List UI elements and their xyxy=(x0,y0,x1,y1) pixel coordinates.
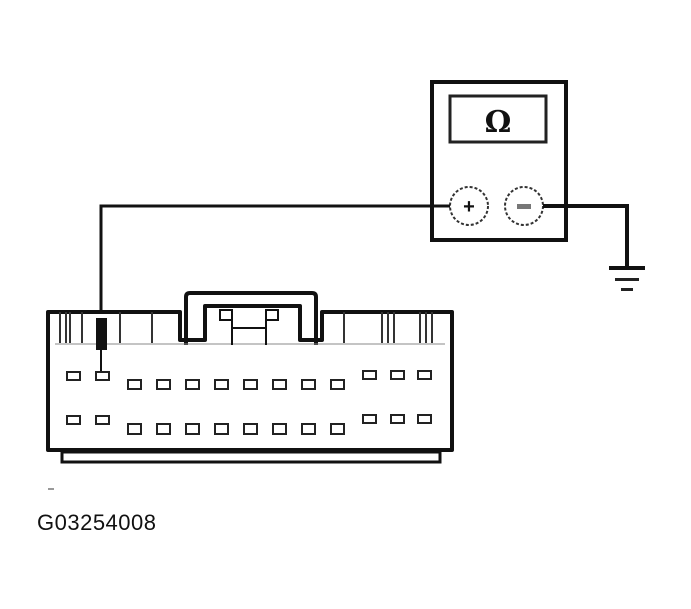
figure-caption: G03254008 xyxy=(37,510,157,535)
meter-display xyxy=(448,94,548,144)
ground-icon xyxy=(609,266,645,291)
negative-test-lead xyxy=(543,204,629,268)
electrical-connector xyxy=(46,291,454,464)
positive-test-lead xyxy=(99,204,450,318)
ohmmeter: Ω + xyxy=(430,80,568,242)
pin-row-bottom xyxy=(66,414,432,435)
ohm-symbol-icon: Ω xyxy=(485,105,512,140)
test-probe xyxy=(96,318,107,350)
pin-row-top xyxy=(66,370,432,390)
plus-icon: + xyxy=(463,196,475,218)
minus-icon xyxy=(517,204,531,209)
positive-terminal xyxy=(449,186,489,226)
